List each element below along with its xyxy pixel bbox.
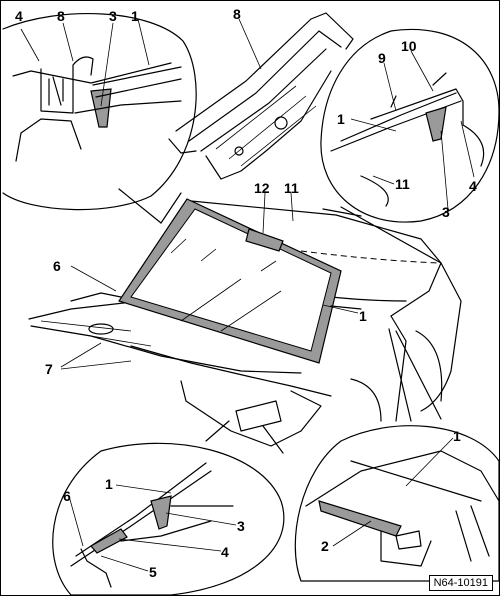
callout-label: 1 [359,308,367,324]
callout-label: 11 [284,180,299,196]
callout-label: 1 [131,8,139,24]
windscreen [118,198,362,364]
detail-circle-bottom-left [52,442,285,595]
callout-label: 2 [321,538,329,554]
detail-circle-top-left [2,13,197,211]
callout-label: 11 [395,176,410,192]
detail-circle-bottom-right [294,425,499,582]
leader-top-left [118,188,162,224]
callout-label: 1 [453,428,461,444]
callout-label: 3 [442,204,450,220]
callout-leaders [20,18,475,572]
callout-labels: 4 8 3 1 8 9 10 1 11 3 4 12 11 6 1 7 1 6 … [15,6,477,580]
callout-label: 8 [233,6,241,22]
callout-label: 6 [63,488,71,504]
leader-top-left-2 [160,192,182,224]
leader-bottom-right [388,328,442,422]
callout-label: 3 [109,8,117,24]
callout-label: 4 [15,8,23,24]
callout-label: 1 [105,476,113,492]
car-body [28,200,462,447]
callout-label: 10 [401,38,417,54]
callout-label: 1 [337,111,345,127]
callout-label: 4 [221,544,229,560]
callout-label: 7 [45,361,53,377]
callout-label: 5 [149,564,157,580]
callout-label: 3 [237,518,245,534]
callout-label: 4 [469,178,477,194]
roof-rail-assembly [168,12,354,180]
callout-label: 12 [254,180,270,196]
leader-bottom-left [205,420,284,454]
callout-label: 9 [378,50,386,66]
figure-id-label: N64-10191 [428,575,493,591]
detail-circle-top-right [320,29,499,223]
sensor-cover [245,228,284,252]
callout-label: 6 [53,258,61,274]
callout-label: 8 [57,8,65,24]
